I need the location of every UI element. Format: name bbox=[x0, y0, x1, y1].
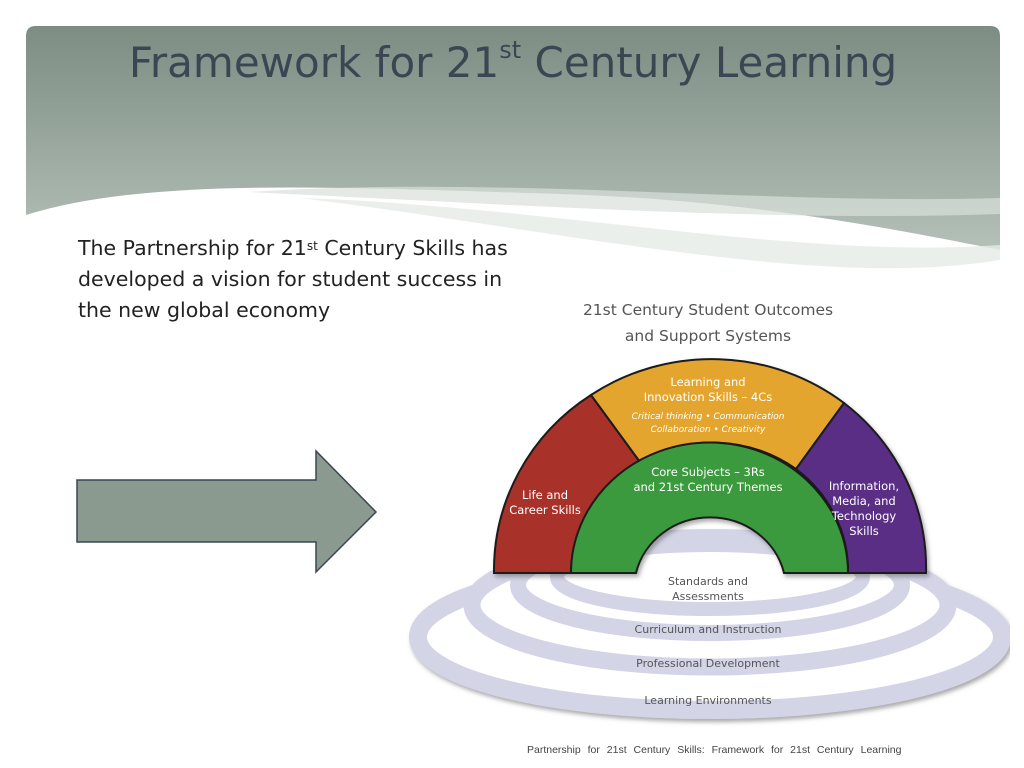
info-label-line4: Skills bbox=[849, 524, 879, 538]
learning-label-line2: Innovation Skills – 4Cs bbox=[644, 390, 772, 404]
information-media-segment bbox=[794, 401, 928, 574]
learning-label-line1: Learning and bbox=[670, 375, 745, 389]
diagram-heading-line1: 21st Century Student Outcomes bbox=[583, 301, 833, 319]
info-label-line2: Media, and bbox=[832, 494, 896, 508]
info-label-line3: Technology bbox=[831, 509, 897, 523]
curriculum-label: Curriculum and Instruction bbox=[635, 623, 782, 636]
life-label-line1: Life and bbox=[522, 488, 568, 502]
standards-label-line1: Standards and bbox=[668, 575, 748, 588]
core-subjects-segment bbox=[569, 441, 850, 574]
support-rings bbox=[409, 529, 1010, 719]
header-band bbox=[26, 26, 1000, 269]
core-label-line1: Core Subjects – 3Rs bbox=[651, 465, 765, 479]
life-label-line2: Career Skills bbox=[509, 503, 581, 517]
learning-sub-line2: Collaboration • Creativity bbox=[651, 425, 766, 435]
framework-diagram: 21st Century Student Outcomes and Suppor… bbox=[409, 301, 1010, 719]
arrow-right-icon bbox=[76, 449, 378, 574]
core-label-line2: and 21st Century Themes bbox=[633, 480, 782, 494]
learning-sub-line1: Critical thinking • Communication bbox=[632, 412, 785, 422]
outcomes-arch bbox=[492, 358, 928, 574]
page-title: Framework for 21st Century Learning bbox=[128, 36, 898, 87]
standards-label-line2: Assessments bbox=[672, 590, 744, 603]
info-label-line1: Information, bbox=[829, 479, 899, 493]
diagram-heading-line2: and Support Systems bbox=[625, 327, 791, 345]
source-caption: Partnership for 21st Century Skills: Fra… bbox=[527, 744, 902, 756]
professional-development-label: Professional Development bbox=[636, 657, 780, 670]
learning-environments-label: Learning Environments bbox=[644, 694, 771, 707]
intro-text: The Partnership for 21st Century Skills … bbox=[78, 236, 508, 322]
